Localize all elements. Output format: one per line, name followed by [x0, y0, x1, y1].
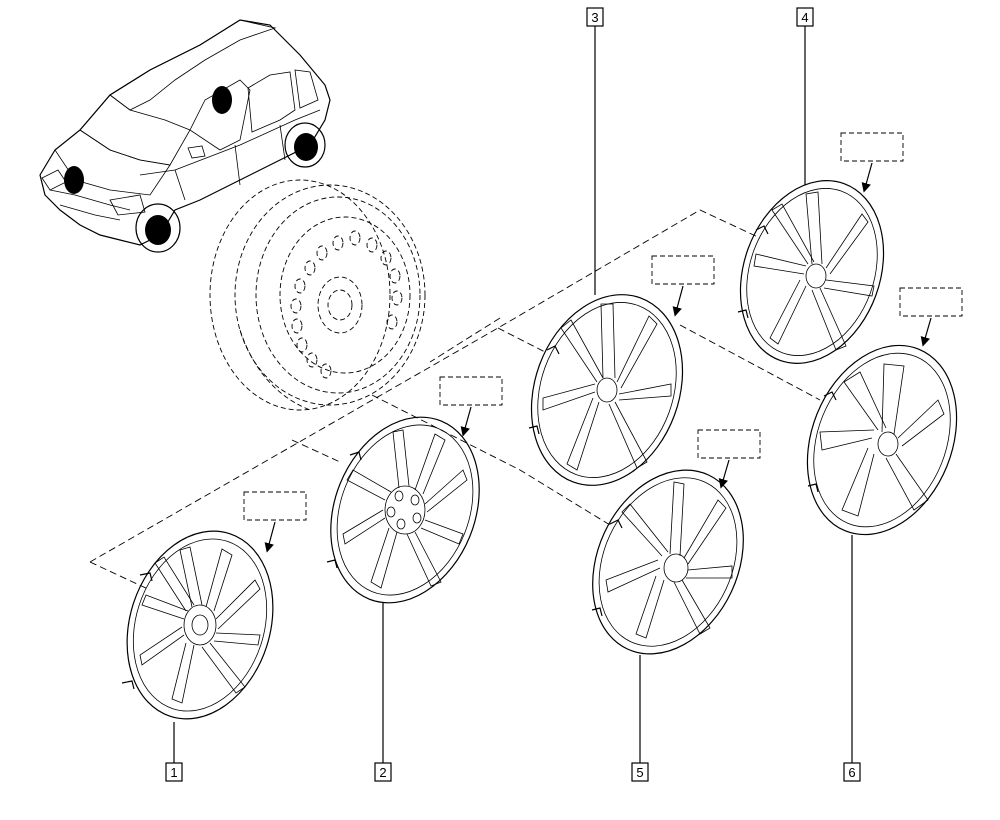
- callout-leaders: [173, 26, 853, 763]
- hubcap-6: [806, 344, 958, 536]
- hubcap-5: [591, 469, 744, 655]
- callout-3: 3: [586, 7, 604, 27]
- callout-6: 6: [843, 762, 861, 782]
- reference-boxes: [243, 132, 963, 553]
- callout-4-label: 4: [801, 10, 808, 25]
- wheel-icon: [209, 179, 426, 411]
- assembly-guide-lines: [89, 209, 821, 591]
- callout-4: 4: [796, 7, 814, 27]
- callout-1-label: 1: [170, 765, 177, 780]
- car-icon: [39, 19, 331, 253]
- callout-1: 1: [165, 762, 183, 782]
- callout-2-label: 2: [379, 765, 386, 780]
- callout-5: 5: [631, 762, 649, 782]
- callout-3-label: 3: [591, 10, 598, 25]
- hubcap-3: [528, 294, 684, 486]
- callout-5-label: 5: [636, 765, 643, 780]
- callout-2: 2: [374, 762, 392, 782]
- hubcap-4: [737, 180, 885, 364]
- hubcap-1: [121, 530, 274, 720]
- callout-6-label: 6: [848, 765, 855, 780]
- hubcap-2: [326, 416, 480, 604]
